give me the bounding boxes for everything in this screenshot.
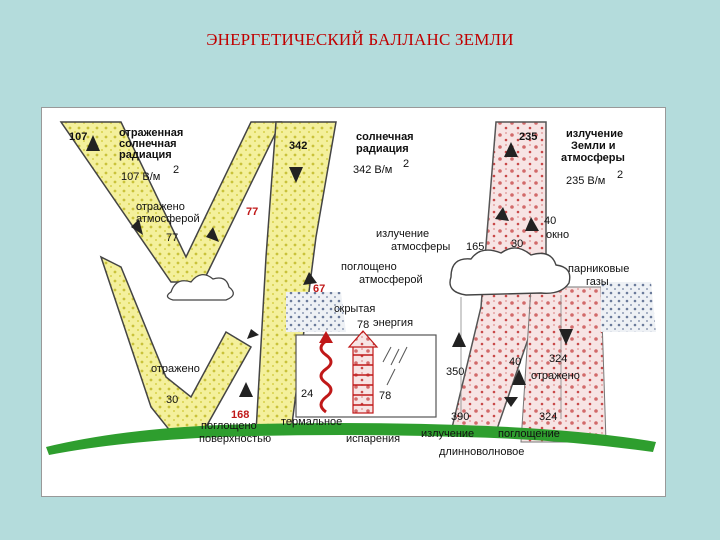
down-arrow-icon [504, 397, 518, 407]
greenhouse-label: газы [586, 276, 609, 288]
latent-label: энергия [373, 317, 413, 329]
right-cloud-icon [449, 247, 571, 419]
reflected-atm-label: отражено [136, 201, 185, 213]
value-30: 30 [511, 238, 523, 250]
reflected-label: радиация [119, 149, 172, 161]
thermal-spiral [319, 339, 333, 414]
window-label: окно [546, 229, 569, 241]
solar-total: 342 В/м [353, 164, 392, 176]
atm-radiation-label: излучение [376, 228, 429, 240]
evaporation-label: испарения [346, 433, 400, 445]
value-78: 78 [357, 319, 369, 331]
emit-label: атмосферы [561, 152, 625, 164]
value-67-red: 67 [313, 283, 325, 295]
diag-arrow-icon [206, 227, 219, 242]
arrows [86, 135, 573, 407]
value-324: 324 [549, 353, 567, 365]
down-arrow-icon [289, 167, 303, 183]
greenhouse-label: парниковые [568, 263, 629, 275]
atmosphere-band-right [601, 282, 656, 332]
emit-total: 235 В/м [566, 175, 605, 187]
reflected-beam [59, 121, 283, 283]
value-324: 324 [539, 411, 557, 423]
down-arrow-icon [559, 329, 573, 345]
atmosphere-band-left [286, 292, 346, 332]
up-arrow-icon [86, 135, 100, 151]
evaporation-arrow-head-icon [347, 330, 379, 348]
value-390: 390 [451, 411, 469, 423]
up-arrow-icon [452, 332, 466, 347]
emit-label: Земли и [571, 140, 616, 152]
up-arrow-icon [239, 382, 253, 397]
diag-arrow-icon [131, 219, 143, 235]
ground [46, 423, 656, 455]
longwave-label: излучение [421, 428, 474, 440]
reflected-label: отраженная [119, 127, 183, 139]
reflected-right-label: отражено [531, 370, 580, 382]
arrow-icon [247, 329, 259, 339]
reflected-surface-label: отражено [151, 363, 200, 375]
reflected-label: солнечная [119, 138, 177, 150]
reflected-total: 107 В/м [121, 171, 160, 183]
emit-label: излучение [566, 128, 623, 140]
absorption-label: поглощение [498, 428, 560, 440]
reflected-atm-label: атмосферой [136, 213, 200, 225]
value-168-red: 168 [231, 409, 249, 421]
up-arrow-icon [525, 217, 539, 231]
value-30: 30 [166, 394, 178, 406]
value-107: 107 [69, 131, 87, 143]
diagram-panel: 107 отраженная солнечная радиация 107 В/… [41, 107, 666, 497]
absorbed-atm-label: атмосферой [359, 274, 423, 286]
up-arrow-icon [504, 142, 518, 157]
value-342: 342 [289, 140, 307, 152]
value-24: 24 [301, 388, 313, 400]
absorbed-surface-label: поглощено [201, 420, 257, 432]
absorbed-atm-label: поглощено [341, 261, 397, 273]
reflected-sup: 2 [173, 164, 179, 176]
down-arrow-icon [303, 272, 317, 285]
value-77-red: 77 [246, 206, 258, 218]
energy-balance-diagram: 107 отраженная солнечная радиация 107 В/… [41, 107, 666, 497]
longwave-label: длинноволновое [439, 446, 524, 458]
up-arrow-icon [512, 369, 526, 385]
value-40: 40 [544, 215, 556, 227]
value-165: 165 [466, 241, 484, 253]
surface-reflected-beam [99, 255, 253, 433]
emit-sup: 2 [617, 169, 623, 181]
value-40: 40 [509, 356, 521, 368]
page-title: ЭНЕРГЕТИЧЕСКИЙ БАЛЛАНС ЗЕМЛИ [206, 30, 514, 49]
left-cloud-icon [166, 274, 234, 301]
solar-label: солнечная [356, 131, 414, 143]
value-350: 350 [446, 366, 464, 378]
rain-icon [382, 346, 408, 386]
value-235: 235 [519, 131, 537, 143]
up-arrow-icon [495, 207, 509, 221]
thermal-arrow-icon [319, 331, 333, 343]
atm-radiation-label: атмосферы [391, 241, 450, 253]
absorbed-surface-label: поверхностью [199, 433, 271, 445]
value-77: 77 [166, 232, 178, 244]
thermal-label: термальное [281, 416, 342, 428]
value-78: 78 [379, 390, 391, 402]
solar-sup: 2 [403, 158, 409, 170]
solar-label: радиация [356, 143, 409, 155]
latent-label: скрытая [334, 303, 375, 315]
